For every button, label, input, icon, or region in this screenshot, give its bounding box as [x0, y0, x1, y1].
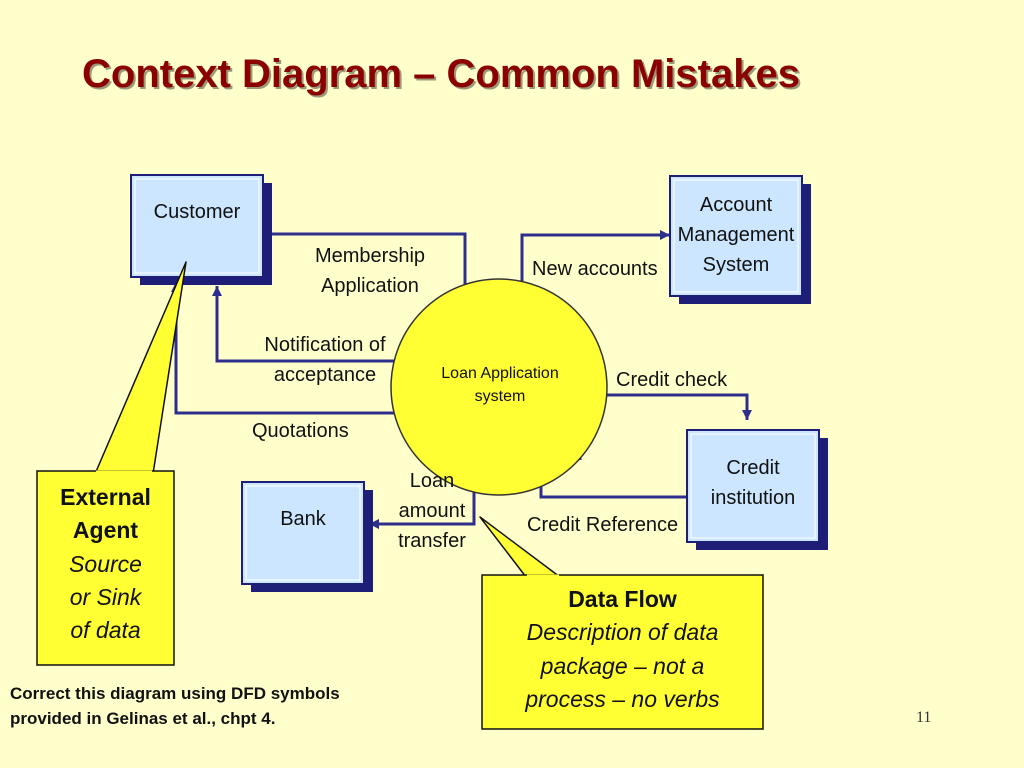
customer-label: Customer	[153, 201, 241, 223]
process-label: Loan Application system	[441, 365, 559, 406]
bank-label: Bank	[280, 508, 326, 530]
flow-line-notification-of-acceptance	[212, 286, 395, 363]
flow-label-membership-application: Membership Application	[314, 245, 426, 297]
footnote: Correct this diagram using DFD symbols p…	[10, 684, 340, 728]
flow-line-new-accounts	[520, 230, 670, 300]
flow-label-quotations: Quotations	[252, 420, 349, 442]
flow-label-new-accounts: New accounts	[532, 258, 658, 280]
entity-account-management	[669, 175, 811, 304]
flow-line-credit-check	[600, 393, 752, 420]
flow-line-membership-application	[262, 232, 467, 300]
page-number: 11	[916, 709, 932, 726]
process-loan-application	[390, 278, 608, 496]
flow-label-loan-amount-transfer: Loan amount transfer	[398, 470, 466, 552]
account-management-label: Account Management System	[677, 194, 795, 276]
entity-customer	[130, 174, 272, 285]
entity-bank	[241, 481, 373, 592]
flow-label-credit-reference: Credit Reference	[527, 514, 679, 536]
credit-institution-label: Credit institution	[710, 457, 796, 509]
slide-title: Context Diagram – Common Mistakes	[82, 52, 800, 96]
callout-external-agent-text: External Agent Source or Sink of data	[60, 484, 151, 644]
flow-label-credit-check: Credit check	[616, 369, 728, 391]
entity-credit-institution	[686, 429, 828, 550]
callout-data-flow-text: Data Flow Description of data package – …	[525, 586, 720, 713]
callout-data-flow	[479, 516, 764, 730]
callout-external-agent	[36, 261, 187, 666]
flow-label-notification-of-acceptance: Notification of acceptance	[264, 334, 386, 386]
